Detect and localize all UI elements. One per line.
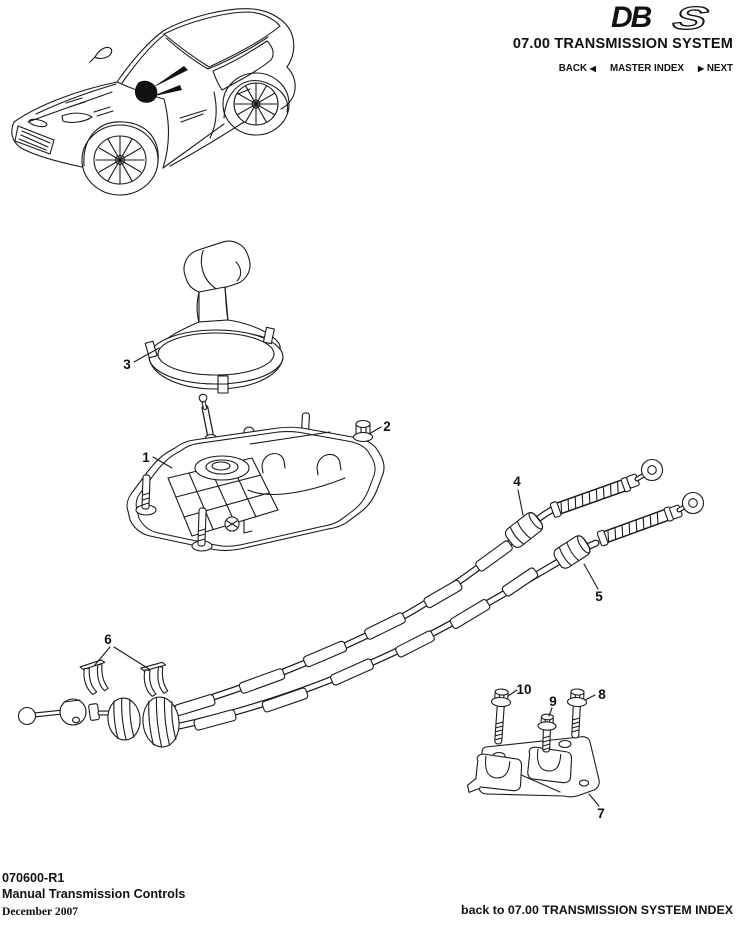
- footer-date: December 2007: [2, 905, 79, 918]
- part-1-shifter-assembly: [126, 393, 385, 552]
- part-6-clips: [79, 659, 169, 697]
- part-9-bolt: [537, 713, 557, 753]
- callout-10-label: 10: [516, 682, 531, 697]
- nav-back-link[interactable]: BACK ◀: [558, 63, 596, 74]
- part-7-bracket: [466, 736, 600, 798]
- next-arrow-icon: ▶: [697, 63, 705, 73]
- back-arrow-icon: ◀: [589, 63, 596, 73]
- part-10-bolt: [490, 688, 512, 745]
- location-marker: [134, 80, 158, 103]
- callout-4-label: 4: [513, 474, 521, 489]
- header-nav: BACK ◀ MASTER INDEX ▶ NEXT: [559, 63, 733, 74]
- logo-db-text: DB: [611, 1, 652, 34]
- footer-doc-code: 070600-R1: [2, 871, 65, 885]
- callout-3-label: 3: [123, 357, 131, 372]
- callout-5-label: 5: [595, 589, 603, 604]
- part-5-grommet: [553, 535, 591, 569]
- footer-doc-title: Manual Transmission Controls: [2, 887, 186, 901]
- nav-master-index-link[interactable]: MASTER INDEX: [609, 63, 684, 74]
- front-wheel: [81, 124, 159, 196]
- part-3-gearshift-boot: [144, 240, 284, 394]
- callout-7-label: 7: [597, 806, 605, 821]
- dbs-logo: DB S: [611, 0, 736, 36]
- callout-9-label: 9: [549, 694, 557, 709]
- part-8-bolt: [566, 688, 588, 739]
- rear-wheel: [222, 72, 290, 136]
- callout-6-label: 6: [104, 632, 112, 647]
- callout-8-label: 8: [598, 687, 606, 702]
- nav-next-link[interactable]: ▶ NEXT: [697, 63, 733, 74]
- callout-2-label: 2: [383, 419, 391, 434]
- callout-1-label: 1: [142, 450, 150, 465]
- footer-back-index-link[interactable]: back to 07.00 TRANSMISSION SYSTEM INDEX: [461, 903, 733, 917]
- dbs-logo-svg: DB S: [611, 0, 713, 36]
- car-illustration: [11, 8, 296, 196]
- part-4-grommet: [504, 512, 544, 548]
- callouts: 1 2 3 4 5 6 7 8 9 10: [93, 347, 606, 821]
- shift-cables: [17, 458, 705, 748]
- page-title: 07.00 TRANSMISSION SYSTEM: [512, 36, 733, 52]
- part-2-flanged-nut: [352, 419, 374, 443]
